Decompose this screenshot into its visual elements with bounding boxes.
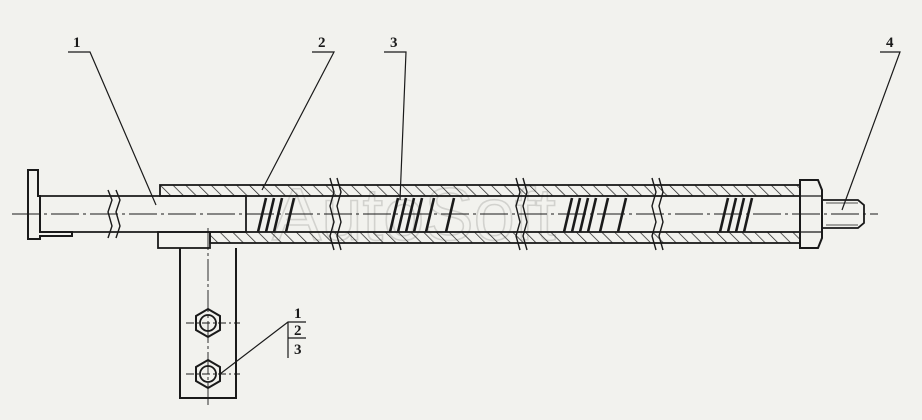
callout-bracket-1: 1 xyxy=(294,306,302,322)
spring xyxy=(256,197,754,233)
bolt-lower xyxy=(195,358,221,390)
callout-nut: 4 xyxy=(886,35,894,51)
callout-spring: 3 xyxy=(390,35,398,51)
callout-tube: 2 xyxy=(318,35,326,51)
bolt-upper xyxy=(195,307,221,339)
rod xyxy=(27,169,247,240)
callout-rod: 1 xyxy=(73,35,81,51)
callout-bracket-3: 3 xyxy=(294,342,302,358)
leader-lines xyxy=(68,51,901,375)
nut-assembly xyxy=(799,179,865,249)
callout-bracket-2: 2 xyxy=(294,323,302,339)
mounting-bracket xyxy=(179,228,240,408)
